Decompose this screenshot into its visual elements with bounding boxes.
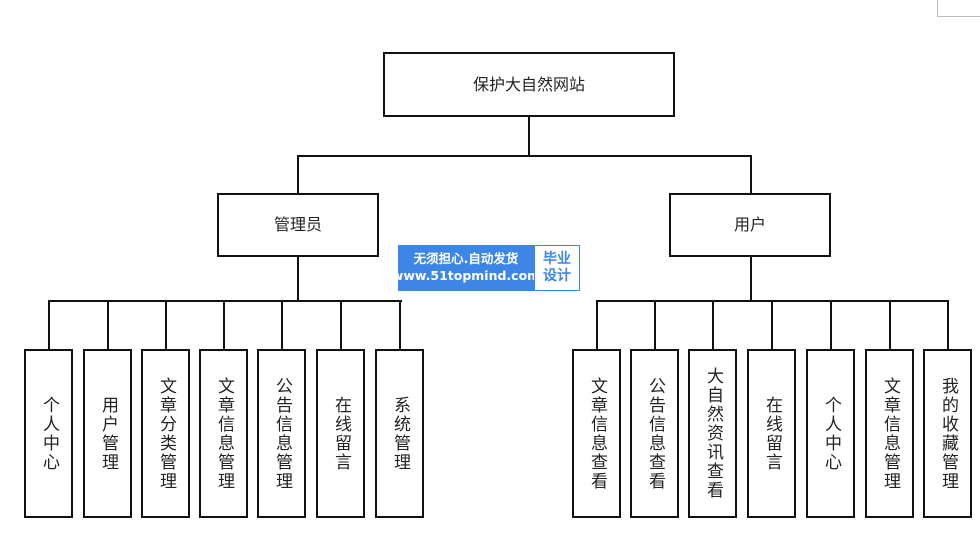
connector (48, 300, 50, 349)
user-leaf-label: 文章信息管理 (880, 376, 900, 491)
root-node: 保护大自然网站 (383, 52, 675, 117)
user-leaf: 我的收藏管理 (923, 349, 972, 518)
connector (596, 300, 598, 349)
watermark-line1: 无须担心.自动发货 (413, 251, 519, 267)
connector (528, 117, 530, 157)
user-node: 用户 (669, 193, 831, 257)
connector (712, 300, 714, 349)
admin-leaf-label: 用户管理 (98, 395, 118, 472)
user-leaf: 文章信息查看 (572, 349, 621, 518)
connector (165, 300, 167, 349)
connector (750, 155, 752, 193)
user-leaf: 在线留言 (747, 349, 796, 518)
user-leaf: 大自然资讯查看 (688, 349, 737, 518)
connector (48, 300, 402, 302)
admin-leaf-label: 文章信息管理 (214, 376, 234, 491)
user-leaf-label: 文章信息查看 (587, 376, 607, 491)
user-label: 用户 (733, 215, 766, 234)
admin-leaf: 系统管理 (375, 349, 424, 518)
connector (223, 300, 225, 349)
connector (750, 257, 752, 302)
corner-widget (937, 0, 980, 17)
admin-leaf-label: 文章分类管理 (156, 376, 176, 491)
connector (107, 300, 109, 349)
watermark-badge: 毕业 设计 (534, 245, 580, 291)
admin-node: 管理员 (217, 193, 379, 257)
user-leaf-label: 个人中心 (821, 395, 841, 472)
connector (399, 300, 401, 349)
watermark-url: www.51topmind.com (391, 268, 541, 283)
connector (947, 300, 949, 349)
user-leaf-label: 我的收藏管理 (938, 376, 958, 491)
admin-leaf: 个人中心 (24, 349, 73, 518)
connector (771, 300, 773, 349)
connector (297, 155, 299, 193)
root-label: 保护大自然网站 (472, 74, 585, 94)
user-leaf: 公告信息查看 (630, 349, 679, 518)
connector (889, 300, 891, 349)
admin-leaf: 公告信息管理 (257, 349, 306, 518)
user-leaf-label: 在线留言 (762, 395, 782, 472)
watermark-badge-line1: 毕业 (543, 250, 571, 267)
admin-leaf-label: 公告信息管理 (272, 376, 292, 491)
user-leaf-label: 大自然资讯查看 (703, 367, 723, 500)
admin-leaf: 用户管理 (83, 349, 132, 518)
user-leaf-label: 公告信息查看 (645, 376, 665, 491)
watermark-banner: 无须担心.自动发货 www.51topmind.com 毕业 设计 (392, 245, 580, 291)
connector (281, 300, 283, 349)
admin-label: 管理员 (273, 215, 322, 234)
connector (830, 300, 832, 349)
admin-leaf-label: 系统管理 (390, 395, 410, 472)
user-leaf: 个人中心 (806, 349, 855, 518)
watermark-badge-line2: 设计 (543, 268, 571, 284)
connector (297, 155, 752, 157)
connector (297, 257, 299, 302)
connector (654, 300, 656, 349)
admin-leaf-label: 个人中心 (39, 395, 59, 472)
admin-leaf: 文章分类管理 (141, 349, 190, 518)
connector (340, 300, 342, 349)
user-leaf: 文章信息管理 (865, 349, 914, 518)
admin-leaf: 文章信息管理 (199, 349, 248, 518)
admin-leaf: 在线留言 (316, 349, 365, 518)
watermark-text-block: 无须担心.自动发货 www.51topmind.com (392, 245, 540, 291)
admin-leaf-label: 在线留言 (331, 395, 351, 472)
